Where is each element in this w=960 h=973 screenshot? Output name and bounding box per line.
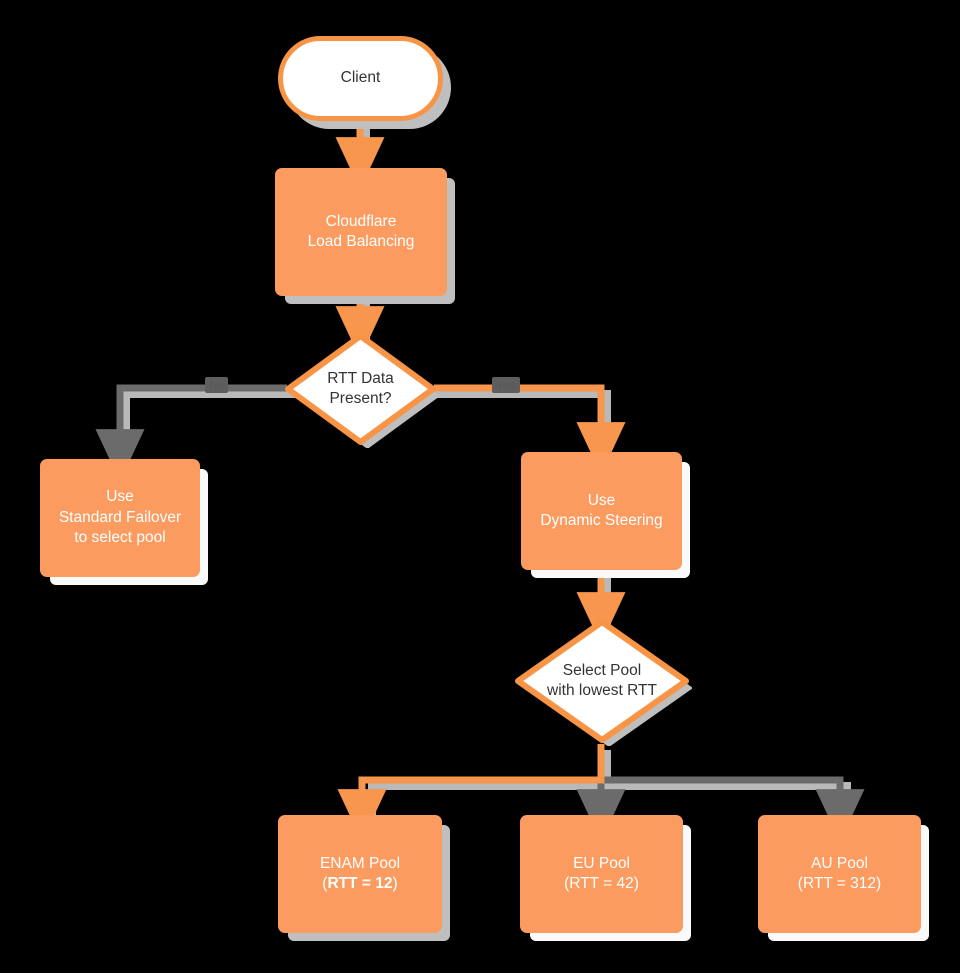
node-au-line-1: AU Pool [811,854,868,872]
node-eu-pool-label: EU Pool (RTT = 42) [564,854,639,895]
node-select-pool-lowest-rtt[interactable]: Select Pool with lowest RTT [512,616,692,746]
edge-label-no: No [205,377,229,394]
node-enam-line-2: (RTT = 12) [320,874,400,894]
node-dynamic-line-2: Dynamic Steering [540,512,663,529]
edge-select-pool-to-enam [337,744,605,842]
edge-select-pool-to-au [601,776,865,842]
node-cloudflare-load-balancing[interactable]: Cloudflare Load Balancing [275,168,447,296]
node-eu-line-1: EU Pool [573,854,630,872]
node-failover-line-1: Use [106,488,134,506]
select-pool-diamond-shape [515,619,692,746]
node-enam-rtt-value: RTT = 12 [327,875,393,892]
node-client-label: Client [340,69,381,87]
node-standard-failover-label: Use Standard Failover to select pool [59,487,181,548]
edge-label-yes: Yes [492,377,520,394]
node-dynamic-line-1: Use [587,491,616,509]
node-au-pool-label: AU Pool (RTT = 312) [798,854,881,895]
node-au-line-2: (RTT = 312) [797,875,882,892]
node-dynamic-steering[interactable]: Use Dynamic Steering [521,452,682,570]
node-eu-pool[interactable]: EU Pool (RTT = 42) [520,815,683,933]
node-enam-paren-open: ( [322,875,328,892]
edge-rtt-check-to-failover [95,384,287,482]
node-enam-pool-label: ENAM Pool (RTT = 12) [320,854,400,895]
node-enam-paren-close: ) [392,875,398,892]
node-au-pool[interactable]: AU Pool (RTT = 312) [758,815,921,933]
node-dynamic-steering-label: Use Dynamic Steering [540,491,662,532]
node-eu-line-2: (RTT = 42) [564,875,639,892]
rtt-diamond-shape [285,333,439,448]
node-failover-line-2: Standard Failover [58,508,182,526]
node-standard-failover[interactable]: Use Standard Failover to select pool [40,459,200,577]
node-client[interactable]: Client [278,36,443,121]
node-rtt-data-present[interactable]: RTT Data Present? [282,330,439,448]
node-lb-line-2: Load Balancing [307,233,415,250]
node-enam-pool[interactable]: ENAM Pool (RTT = 12) [278,815,442,933]
node-enam-line-1: ENAM Pool [319,854,401,872]
node-failover-line-3: to select pool [74,529,166,547]
edge-rtt-check-to-dynamic [434,384,626,475]
node-cloudflare-load-balancing-label: Cloudflare Load Balancing [308,212,415,253]
node-lb-line-1: Cloudflare [325,212,397,230]
